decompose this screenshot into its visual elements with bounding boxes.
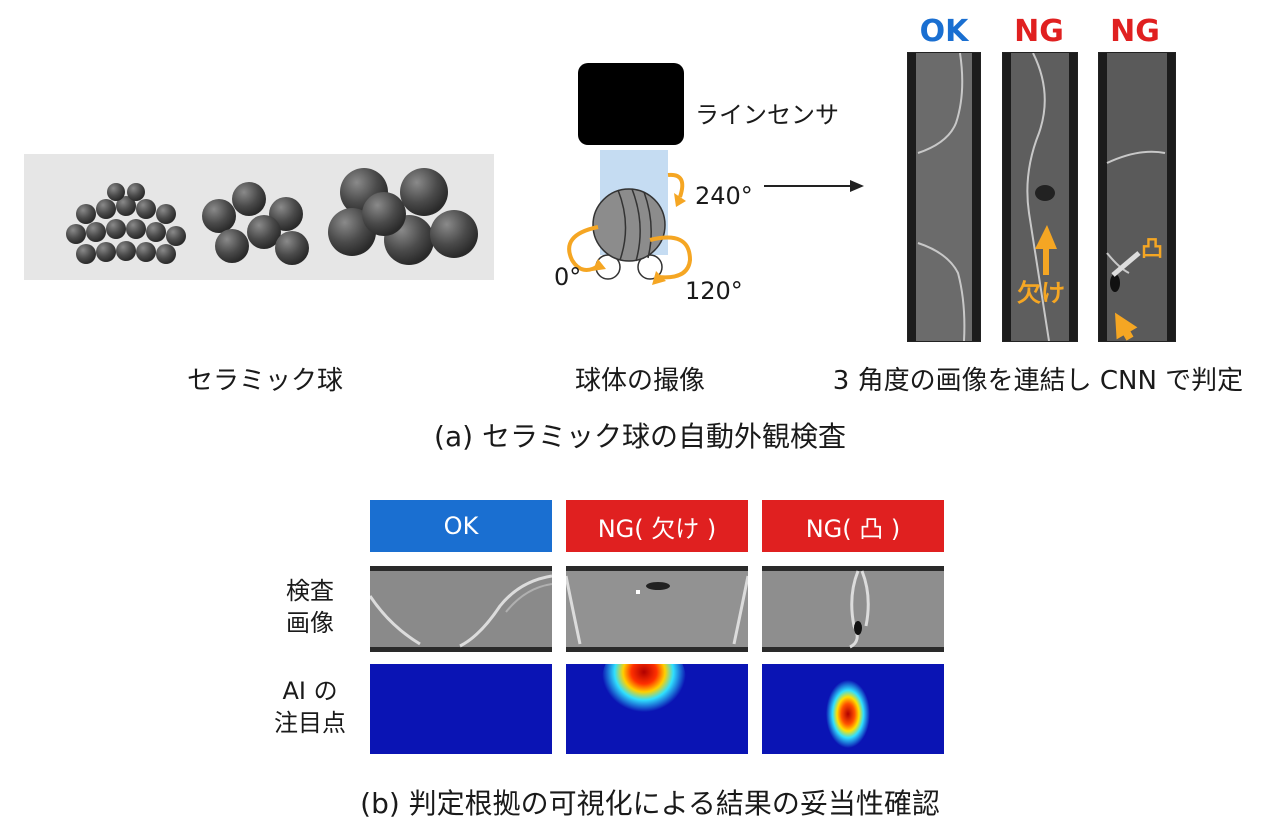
strip-header-ng-1: NG [1014, 14, 1064, 49]
strip-ng-chip: 欠け [1002, 52, 1078, 342]
heatmap-ng-bump [762, 664, 944, 754]
ceramic-balls-illustration [66, 168, 478, 265]
inspection-ng-bump-texture [762, 566, 944, 652]
angle-120-label: 120° [685, 277, 743, 305]
balls-caption: セラミック球 [186, 366, 343, 396]
heatmap-ng-bump-spot [762, 664, 944, 754]
heatmap-ng-chip [566, 640, 748, 754]
row-label-attention-line2: 注目点 [274, 709, 346, 737]
strip-ng-chip-texture [1003, 53, 1077, 341]
strip-header-ok: OK [919, 14, 969, 49]
row-label-inspection-line2: 画像 [286, 609, 334, 637]
inspection-image-ng-chip [564, 566, 750, 652]
angle-0-label: 0° [554, 263, 582, 291]
column-header-ng-chip: NG( 欠け ) [566, 500, 748, 552]
concat-caption: 3 角度の画像を連結し CNN で判定 [832, 366, 1244, 396]
column-header-ng-bump: NG( 凸 ) [762, 500, 944, 552]
bump-annotation: 凸 [1141, 237, 1164, 262]
heatmap-ok [370, 664, 552, 754]
inspection-ok-texture [368, 566, 553, 652]
imaging-diagram: ラインセンサ 240° 0° 120° [540, 55, 840, 305]
section-b-title: (b) 判定根拠の可視化による結果の妥当性確認 [360, 787, 940, 820]
sensor-label: ラインセンサ [695, 101, 839, 129]
angle-240-label: 240° [695, 182, 753, 210]
section-a-title: (a) セラミック球の自動外観検査 [434, 420, 846, 453]
strip-ok [907, 52, 981, 342]
row-label-inspection: 検査 画像 [260, 575, 360, 639]
arrow-right-icon [764, 180, 864, 192]
chip-annotation: 欠け [1017, 279, 1065, 307]
strip-ok-texture [908, 53, 980, 341]
ceramic-balls-photo [24, 154, 494, 280]
strip-ng-bump: 凸 [1098, 52, 1176, 342]
inspection-image-ok [368, 566, 553, 652]
strip-ng-bump-texture [1099, 53, 1175, 341]
line-sensor-setup [567, 63, 693, 285]
flow-arrow [760, 178, 870, 194]
row-label-attention: AI の 注目点 [260, 675, 360, 739]
imaging-caption: 球体の撮像 [574, 366, 705, 396]
inspection-image-ng-bump [762, 566, 944, 652]
heatmap-ng-chip-spot [566, 640, 748, 754]
row-label-inspection-line1: 検査 [286, 577, 334, 605]
strip-header-ng-2: NG [1110, 14, 1160, 49]
row-label-attention-line1: AI の [282, 677, 338, 705]
inspection-ng-chip-texture [564, 566, 750, 652]
column-header-ok: OK [370, 500, 552, 552]
